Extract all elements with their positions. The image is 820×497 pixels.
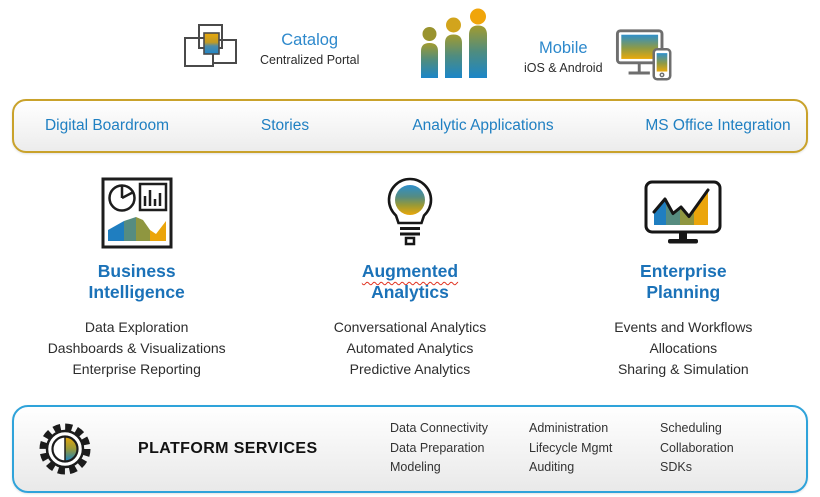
service-item: Data Preparation xyxy=(390,440,485,455)
heading-line: Intelligence xyxy=(88,282,185,302)
mobile-subtitle: iOS & Android xyxy=(524,60,603,75)
service-item: Modeling xyxy=(390,460,441,474)
pillars-section: Business Intelligence Data Exploration D… xyxy=(0,170,820,380)
consumption-bar: Digital Boardroom Stories Analytic Appli… xyxy=(12,99,808,153)
catalog-text: Catalog Centralized Portal xyxy=(260,30,359,69)
platform-services-title: PLATFORM SERVICES xyxy=(138,440,318,457)
services-column-admin: Administration Lifecycle Mgmt Auditing xyxy=(529,419,612,478)
service-item: Collaboration xyxy=(660,440,734,455)
bar-item-analytic-applications: Analytic Applications xyxy=(412,117,554,134)
services-column-data: Data Connectivity Data Preparation Model… xyxy=(390,419,488,478)
pillar-heading: Augmented Analytics xyxy=(362,261,458,303)
service-item: Administration xyxy=(529,421,609,435)
charts-icon xyxy=(101,170,173,256)
services-column-extensibility: Scheduling Collaboration SDKs xyxy=(660,419,734,478)
feature-item: Predictive Analytics xyxy=(349,361,471,377)
pillar-feature-list: Conversational Analytics Automated Analy… xyxy=(334,317,487,380)
pillar-business-intelligence: Business Intelligence Data Exploration D… xyxy=(0,170,273,380)
bar-item-ms-office-integration: MS Office Integration xyxy=(645,117,791,134)
service-item: Lifecycle Mgmt xyxy=(529,440,613,455)
feature-item: Data Exploration xyxy=(84,319,189,335)
catalog-title: Catalog xyxy=(281,30,339,49)
bar-item-stories: Stories xyxy=(260,117,310,134)
feature-item: Automated Analytics xyxy=(346,340,474,356)
lightbulb-icon xyxy=(381,170,439,256)
feature-item: Events and Workflows xyxy=(614,319,753,335)
heading-line: Analytics xyxy=(371,282,449,302)
service-item: Scheduling xyxy=(660,421,722,435)
feature-item: Sharing & Simulation xyxy=(617,361,749,377)
pillar-feature-list: Events and Workflows Allocations Sharing… xyxy=(614,317,752,380)
bar-item-digital-boardroom: Digital Boardroom xyxy=(44,117,170,134)
monitor-chart-icon xyxy=(644,170,722,256)
catalog-subtitle: Centralized Portal xyxy=(260,52,360,67)
mobile-group: Mobile iOS & Android xyxy=(524,26,677,88)
pillar-heading: Business Intelligence xyxy=(89,261,185,303)
service-item: Data Connectivity xyxy=(390,421,488,435)
feature-item: Dashboards & Visualizations xyxy=(47,340,226,356)
pillar-enterprise-planning: Enterprise Planning Events and Workflows… xyxy=(547,170,820,380)
mobile-text: Mobile iOS & Android xyxy=(524,38,603,77)
heading-line: Enterprise xyxy=(640,261,727,281)
heading-line: Business xyxy=(97,261,176,281)
pillar-augmented-analytics: Augmented Analytics Conversational Analy… xyxy=(273,170,546,380)
service-item: Auditing xyxy=(529,460,575,474)
heading-line: Planning xyxy=(646,282,721,302)
pillar-feature-list: Data Exploration Dashboards & Visualizat… xyxy=(48,317,226,380)
platform-services-bar: PLATFORM SERVICES Data Connectivity Data… xyxy=(12,405,808,493)
catalog-icon xyxy=(184,24,237,67)
users-growth-icon xyxy=(418,8,492,80)
feature-item: Enterprise Reporting xyxy=(72,361,201,377)
pillar-heading: Enterprise Planning xyxy=(640,261,727,303)
heading-line-spellcheck: Augmented xyxy=(361,261,459,281)
catalog-group: Catalog Centralized Portal xyxy=(182,20,359,78)
feature-item: Allocations xyxy=(649,340,718,356)
gear-icon xyxy=(36,420,94,483)
mobile-title: Mobile xyxy=(538,38,588,57)
feature-item: Conversational Analytics xyxy=(333,319,487,335)
service-item: SDKs xyxy=(660,460,692,474)
devices-icon xyxy=(615,29,671,81)
